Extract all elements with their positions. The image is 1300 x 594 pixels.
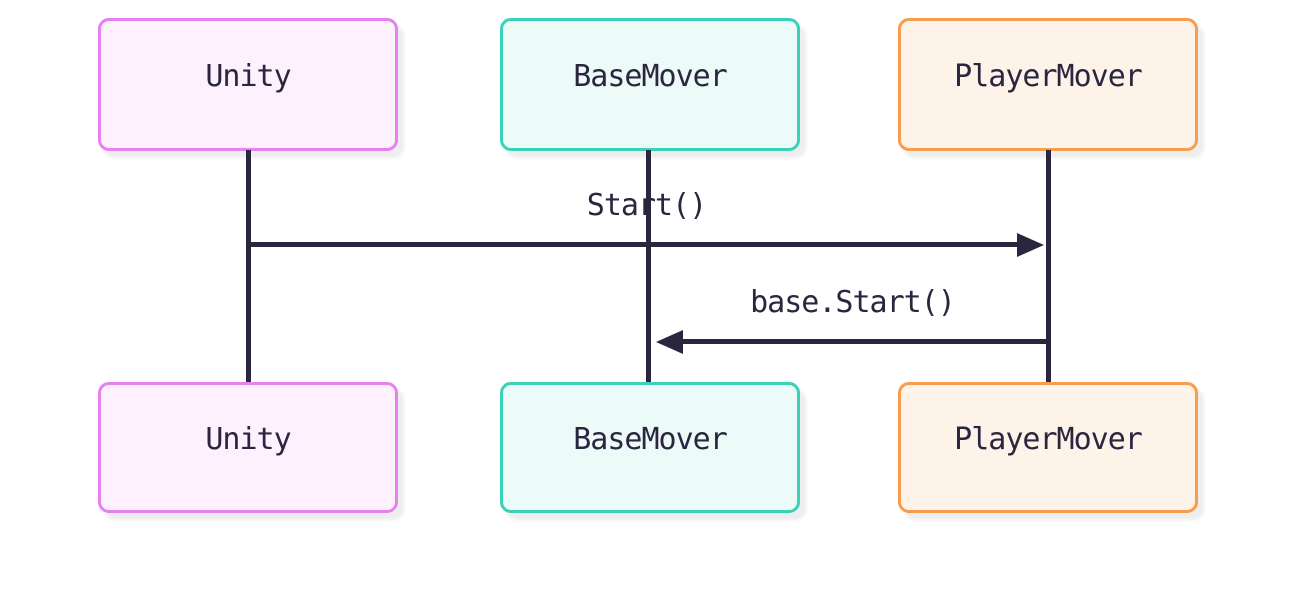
arrowhead-right-icon xyxy=(1017,233,1044,257)
lifeline-unity xyxy=(246,150,251,382)
actor-box-playermover-bottom: PlayerMover xyxy=(898,382,1198,513)
message-line-start xyxy=(249,242,1019,247)
actor-label-unity-top: Unity xyxy=(205,59,291,94)
message-label-base-start: base.Start() xyxy=(750,285,956,320)
actor-box-basemover-bottom: BaseMover xyxy=(500,382,800,513)
lifeline-basemover xyxy=(646,150,651,382)
actor-box-basemover-top: BaseMover xyxy=(500,18,800,151)
actor-box-playermover-top: PlayerMover xyxy=(898,18,1198,151)
actor-label-playermover-bottom: PlayerMover xyxy=(954,422,1143,457)
lifeline-playermover xyxy=(1046,150,1051,382)
actor-label-basemover-bottom: BaseMover xyxy=(573,422,728,457)
actor-label-playermover-top: PlayerMover xyxy=(954,59,1143,94)
message-line-base-start xyxy=(682,339,1049,344)
message-label-start: Start() xyxy=(586,188,707,223)
arrowhead-left-icon xyxy=(656,330,683,354)
actor-box-unity-top: Unity xyxy=(98,18,398,151)
actor-label-unity-bottom: Unity xyxy=(205,422,291,457)
actor-box-unity-bottom: Unity xyxy=(98,382,398,513)
actor-label-basemover-top: BaseMover xyxy=(573,59,728,94)
